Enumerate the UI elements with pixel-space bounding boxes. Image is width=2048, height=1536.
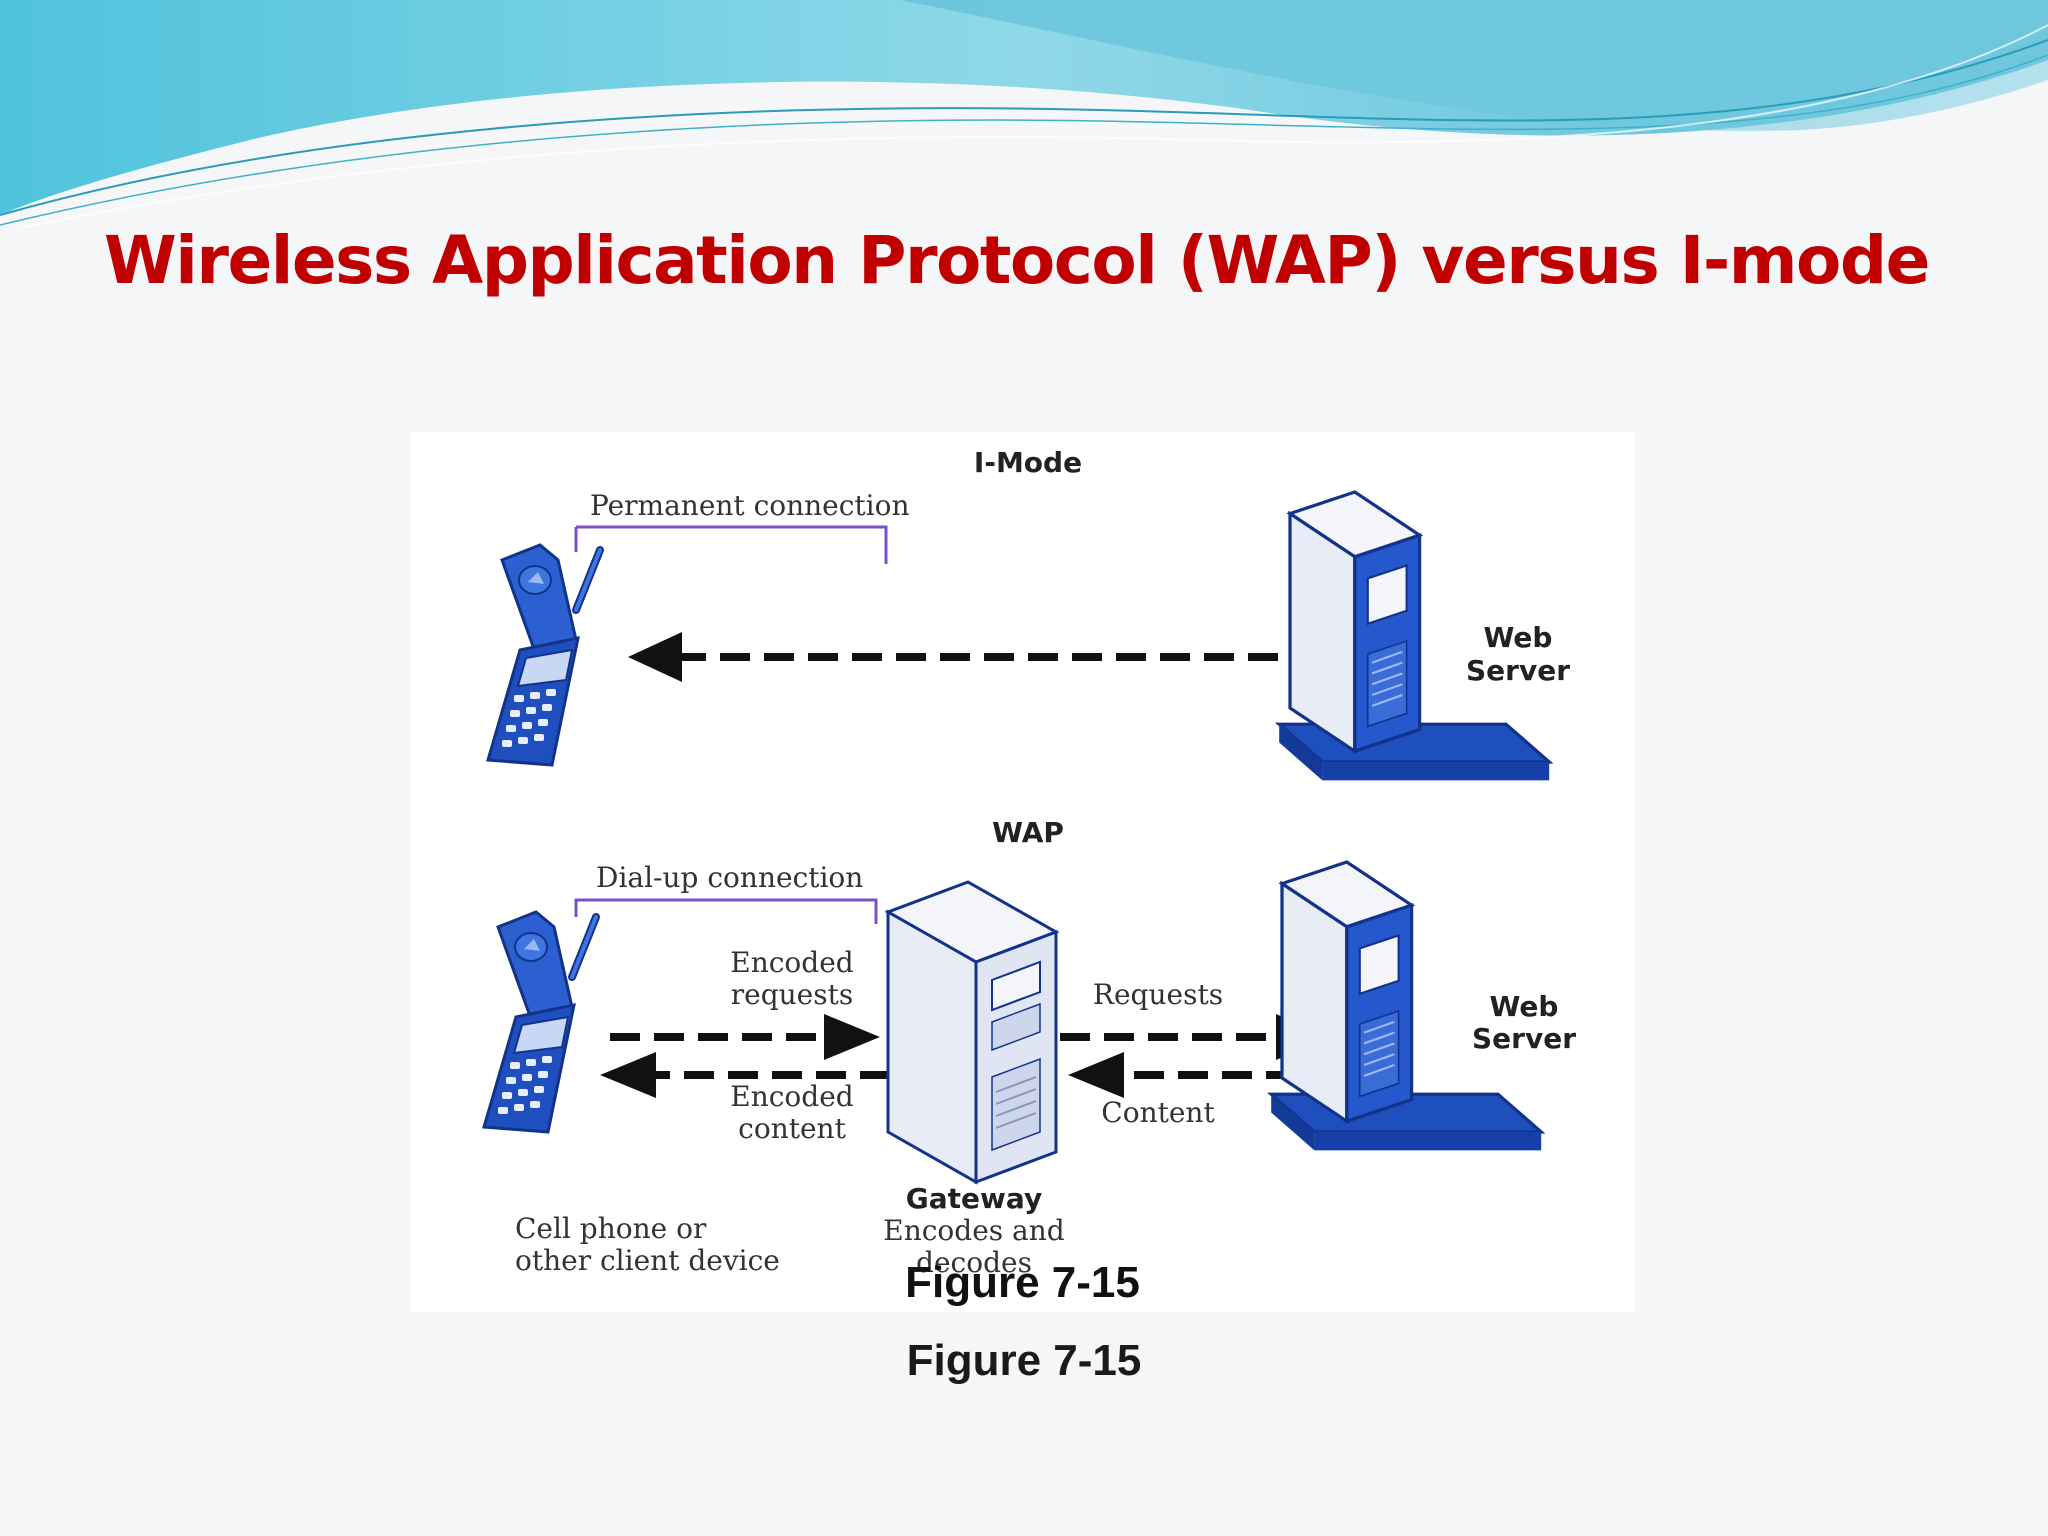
imode-heading: I-Mode — [974, 446, 1082, 479]
content-arrowhead — [1068, 1052, 1124, 1098]
encoded-content-arrowhead — [600, 1052, 656, 1098]
figure-caption: Figure 7-15 — [0, 1336, 2048, 1386]
cell-phone-icon — [488, 545, 600, 765]
wap-web-server-label-line2: Server — [1472, 1022, 1576, 1055]
dialup-connection-bracket — [576, 900, 876, 924]
wap-web-server-label-line1: Web — [1490, 990, 1559, 1023]
slide-title: Wireless Application Protocol (WAP) vers… — [104, 222, 1929, 299]
figure-caption-inner: Figure 7-15 — [410, 1258, 1635, 1308]
encoded-requests-label-line1: Encoded — [730, 946, 854, 979]
imode-web-server-label-line1: Web — [1484, 621, 1553, 654]
client-device-label-line1: Cell phone or — [515, 1212, 707, 1245]
encoded-requests-label-line2: requests — [731, 978, 853, 1011]
gateway-server-icon[interactable] — [888, 882, 1056, 1182]
imode-arrowhead — [628, 632, 682, 682]
figure-panel: I-Mode Permanent connection Web Server W… — [410, 432, 1635, 1312]
wap-imode-diagram: I-Mode Permanent connection Web Server W… — [410, 432, 1635, 1312]
gateway-title: Gateway — [906, 1182, 1042, 1215]
encoded-requests-arrowhead — [824, 1014, 880, 1060]
content-label: Content — [1101, 1096, 1215, 1129]
permanent-connection-bracket — [576, 527, 886, 564]
permanent-connection-label: Permanent connection — [590, 489, 910, 522]
wap-heading: WAP — [992, 816, 1064, 849]
requests-label: Requests — [1093, 978, 1223, 1011]
gateway-desc-line1: Encodes and — [883, 1214, 1065, 1247]
encoded-content-label-line2: content — [738, 1112, 846, 1145]
imode-web-server-label-line2: Server — [1466, 654, 1570, 687]
dialup-connection-label: Dial-up connection — [596, 861, 863, 894]
encoded-content-label-line1: Encoded — [730, 1080, 854, 1113]
header-wave-decoration — [0, 0, 2048, 240]
cell-phone-icon — [484, 912, 596, 1132]
